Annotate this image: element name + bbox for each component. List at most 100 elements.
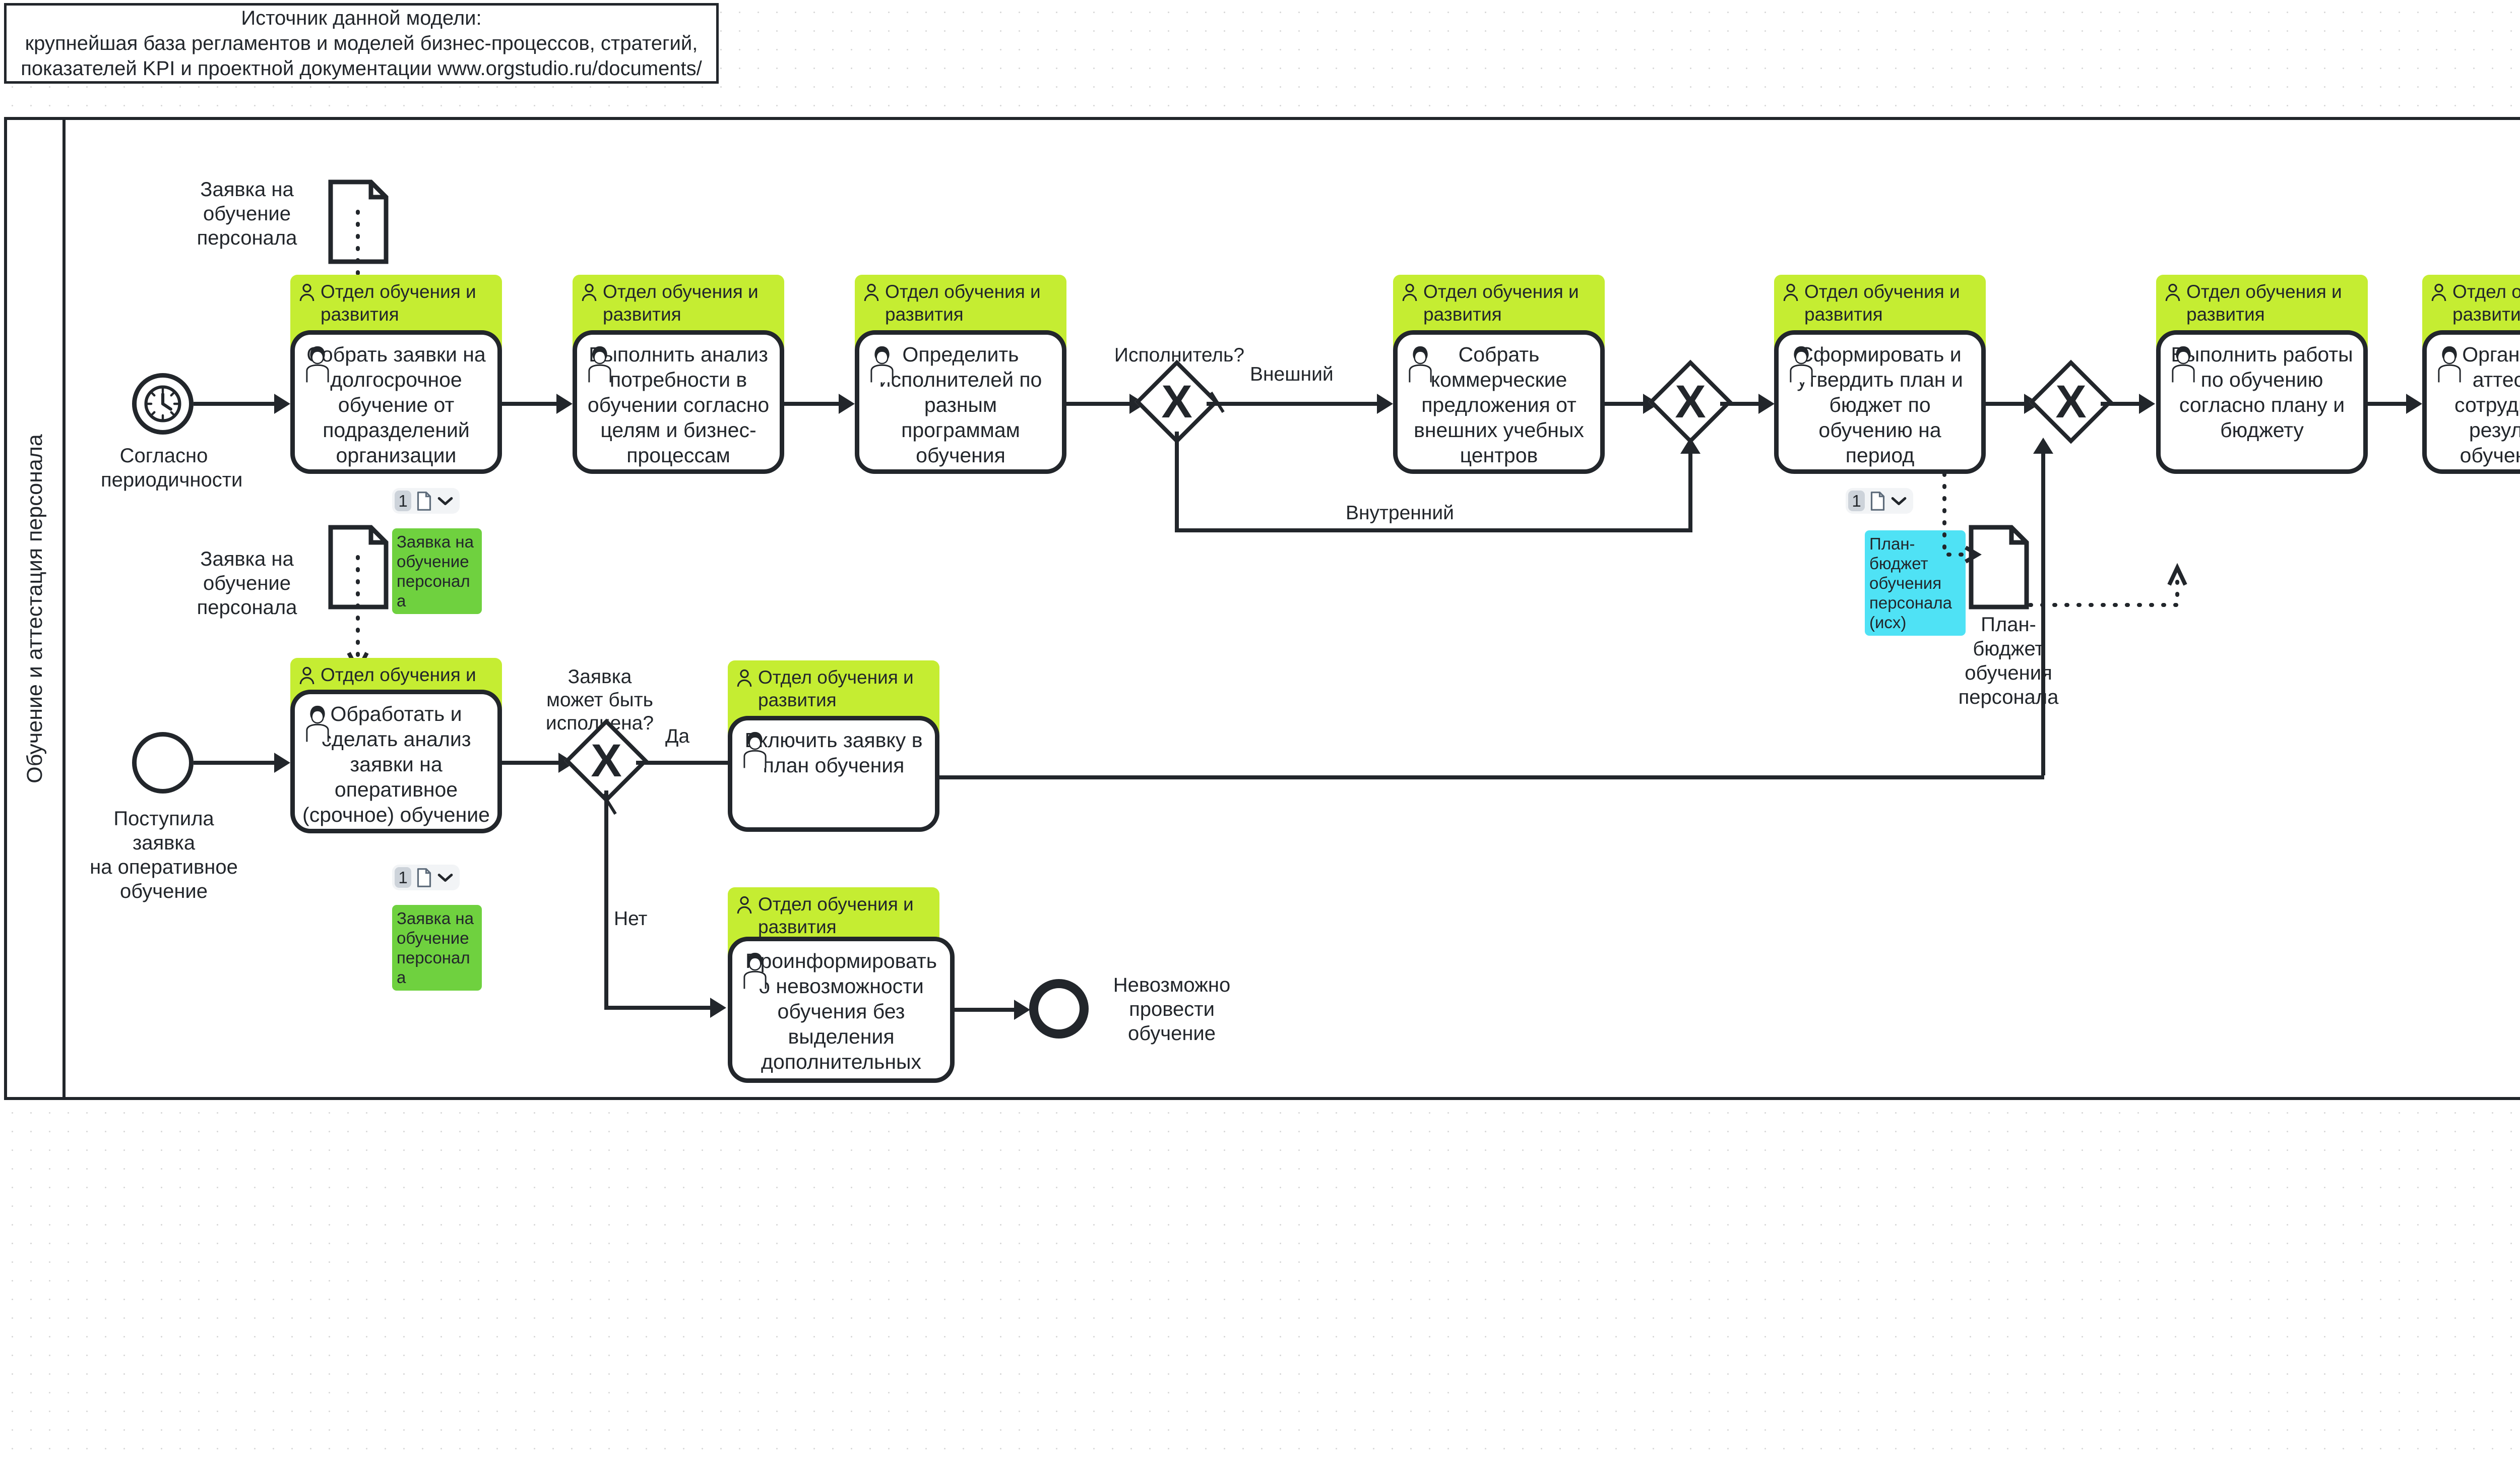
document-shape-icon: [328, 179, 389, 264]
flow-internal-across: [1175, 528, 1692, 532]
user-icon: [737, 896, 752, 914]
flow-arrow: [1758, 394, 1775, 414]
user-icon: [737, 669, 752, 687]
gateway-exclusive-merge-1[interactable]: X: [1648, 359, 1733, 444]
badge-count: 1: [395, 491, 411, 511]
gateway-exclusive-can-fulfill[interactable]: X: [564, 718, 649, 803]
source-note-line-2: крупнейшая база регламентов и моделей би…: [25, 32, 698, 54]
user-task-icon: [1409, 346, 1432, 383]
task-collect-long-term-applications[interactable]: Собрать заявки на долгосрочное обучение …: [290, 330, 502, 474]
data-object-label-2: Заявка на обучение персонала: [197, 548, 297, 619]
task-perform-training[interactable]: Выполнить работы по обучению согласно пл…: [2156, 330, 2368, 474]
doc-badge-application-2[interactable]: 1: [392, 865, 460, 890]
flow-task11-to-end2: [955, 1008, 1014, 1012]
chip-application-2: Заявка на обучение персонала: [392, 905, 482, 991]
chip-text: Заявка на обучение персонала: [397, 909, 474, 987]
document-icon: [1870, 491, 1885, 511]
lane-header: Обучение и аттестация персонала: [7, 120, 66, 1097]
timer-start-event-label: Согласно периодичности: [101, 445, 243, 491]
flow-gw3-to-task6: [2101, 402, 2139, 406]
flow-arrow: [2139, 394, 2155, 414]
association-d2-to-task9: [347, 555, 369, 675]
flow-task6-to-task7: [2368, 402, 2406, 406]
chip-application-1: Заявка на обучение персонала: [392, 528, 482, 614]
flow-label-yes: Да: [665, 725, 690, 747]
gateway-marker: X: [591, 735, 622, 786]
flow-arrow: [1014, 1000, 1030, 1020]
data-object-application-1: [328, 179, 389, 265]
gateway-marker: X: [2055, 376, 2087, 428]
association-plan-budget-to-task6: [2026, 563, 2192, 671]
doc-badge-plan-budget[interactable]: 1: [1846, 488, 1913, 514]
clock-icon: [144, 385, 181, 422]
flow-task1-to-task2: [502, 402, 556, 406]
document-shape-icon: [1969, 525, 2029, 610]
data-object-plan-budget: [1968, 524, 2030, 610]
user-task-icon: [2438, 346, 2461, 383]
task-process-urgent-request[interactable]: Обработать и сделать анализ заявки на оп…: [290, 690, 502, 833]
task-label: Проинформировать о невозможности обучени…: [745, 949, 937, 1078]
data-object-application-2: [328, 524, 389, 610]
doc-badge-application-1[interactable]: 1: [392, 488, 460, 514]
user-icon: [299, 283, 314, 301]
user-icon: [1783, 283, 1798, 301]
association-task5-to-plan-budget: [1934, 472, 1990, 570]
user-task-icon: [870, 346, 894, 383]
flow-label-internal: Внутренний: [1346, 502, 1454, 524]
flow-gw4-yes: [636, 761, 728, 765]
flow-arrow: [1680, 438, 1700, 454]
document-shape-icon: [328, 525, 389, 610]
lane-label: Обучение и аттестация персонала: [22, 434, 47, 783]
task-label: Выполнить работы по обучению согласно пл…: [2171, 343, 2353, 442]
flow-arrow: [556, 394, 573, 414]
badge-count: 1: [1848, 491, 1865, 511]
task-analyze-training-needs[interactable]: Выполнить анализ потребности в обучении …: [573, 330, 784, 474]
user-icon: [582, 283, 597, 301]
badge-count: 1: [395, 867, 411, 888]
flow-start2-to-task9: [194, 761, 274, 765]
start-event-urgent-request[interactable]: [132, 732, 194, 794]
flow-task3-to-gw1: [1066, 402, 1129, 406]
task-label: Сформировать и утвердить план и бюджет п…: [1797, 343, 1963, 467]
user-task-icon: [588, 346, 611, 383]
user-icon: [299, 666, 314, 685]
flow-arrow: [1377, 394, 1393, 414]
task-inform-impossible[interactable]: Проинформировать о невозможности обучени…: [728, 937, 955, 1083]
flow-internal-down: [1175, 432, 1179, 532]
flow-arrow: [274, 394, 290, 414]
flow-task10-to-gw3-up: [2041, 454, 2045, 775]
task-label: Собрать заявки на долгосрочное обучение …: [306, 343, 486, 467]
task-approve-plan-budget[interactable]: Сформировать и утвердить план и бюджет п…: [1774, 330, 1986, 474]
chevron-down-icon: [437, 873, 453, 882]
chip-text: Заявка на обучение персонала: [397, 532, 474, 610]
chip-plan-budget-source: План-бюджет обучения персонала (исх): [1865, 530, 1966, 636]
flow-gw4-no-across: [604, 1006, 710, 1010]
document-icon: [417, 868, 431, 887]
user-task-icon: [1790, 346, 1813, 383]
user-task-icon: [306, 346, 329, 383]
data-object-label-1: Заявка на обучение персонала: [197, 178, 297, 249]
gateway-marker: X: [1161, 376, 1192, 428]
gateway-exclusive-performer[interactable]: X: [1135, 359, 1219, 444]
flow-label-external: Внешний: [1250, 363, 1334, 385]
end-event-training-impossible[interactable]: [1029, 979, 1089, 1039]
user-icon: [2431, 283, 2446, 301]
gateway-exclusive-merge-2[interactable]: X: [2029, 359, 2113, 444]
task-collect-commercial-offers[interactable]: Собрать коммерческие предложения от внеш…: [1393, 330, 1605, 474]
task-organize-attestation[interactable]: Организовать аттестацию сотрудников по р…: [2422, 330, 2520, 474]
user-icon: [864, 283, 879, 301]
flow-label-no: Нет: [614, 908, 648, 930]
flow-task9-to-gw4: [502, 761, 558, 765]
flow-gw2-to-task5: [1720, 402, 1758, 406]
flow-start-to-task1: [194, 402, 274, 406]
task-label: Организовать аттестацию сотрудников по р…: [2451, 343, 2520, 469]
flow-arrow: [274, 753, 290, 773]
flow-task4-to-gw2: [1605, 402, 1643, 406]
task-include-in-plan[interactable]: Включить заявку в план обучения: [728, 716, 939, 832]
task-determine-providers[interactable]: Определить исполнителей по разным програ…: [855, 330, 1066, 474]
flow-gw4-no-down: [604, 790, 608, 1010]
end-event-label-training-impossible: Невозможно провести обучение: [1113, 974, 1231, 1045]
timer-start-event[interactable]: [132, 373, 194, 435]
source-note-box: Источник данной модели: крупнейшая база …: [4, 3, 719, 84]
task-label: Выполнить анализ потребности в обучении …: [587, 343, 770, 469]
